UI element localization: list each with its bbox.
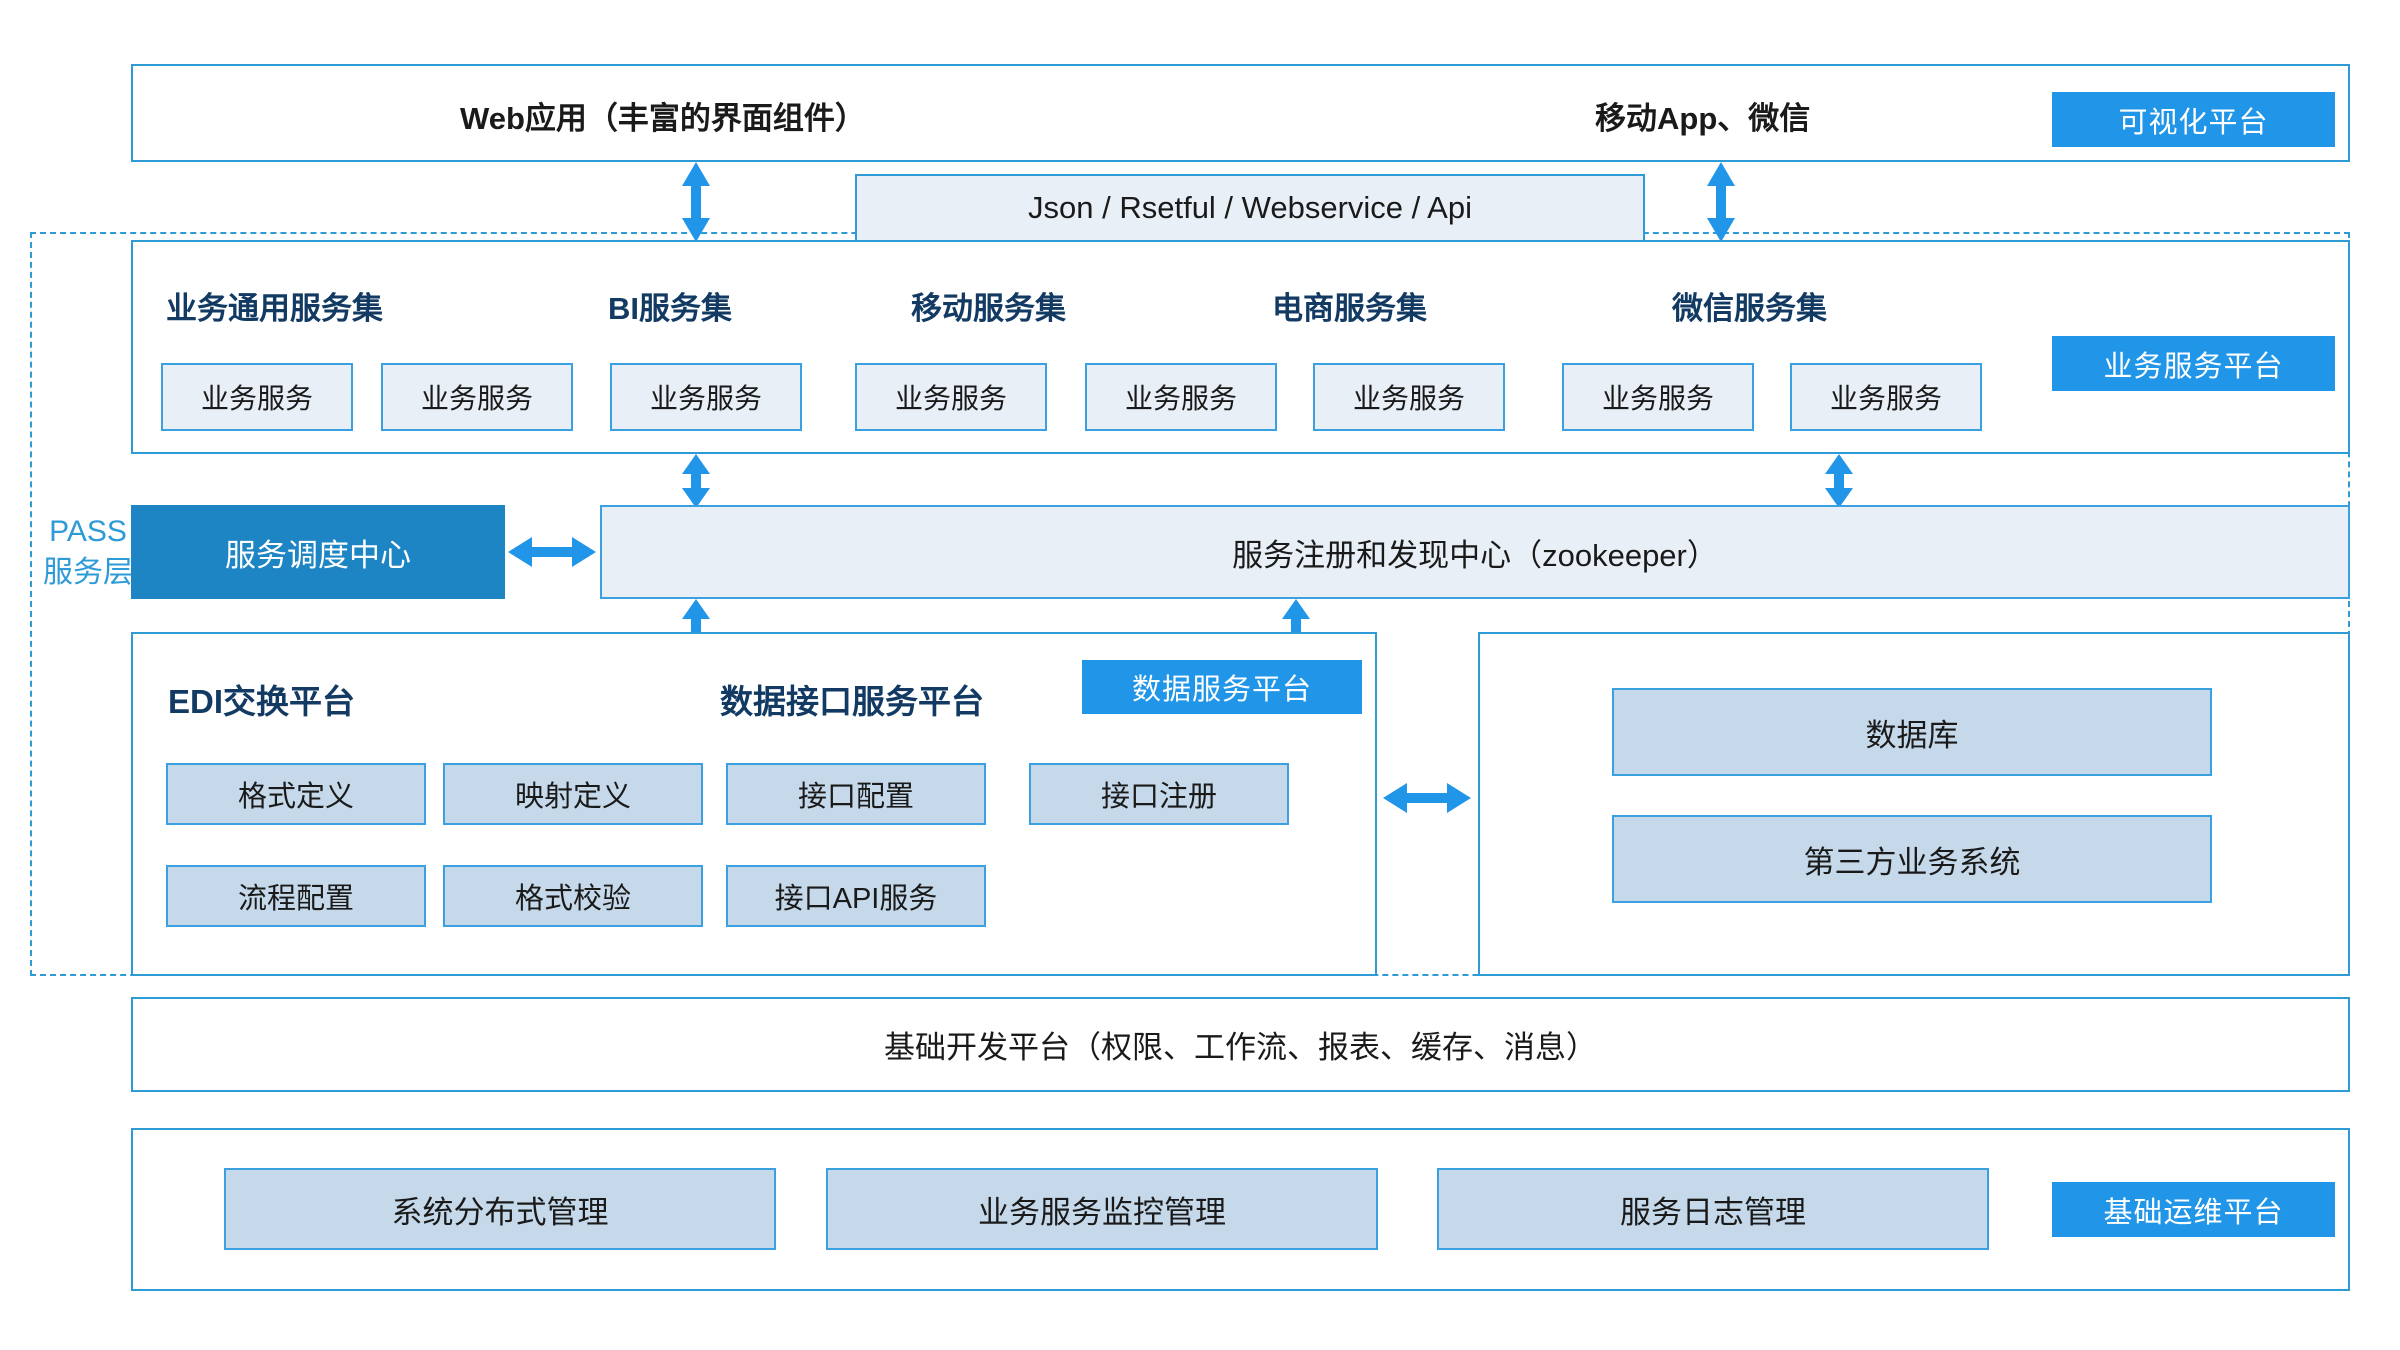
- service-tile-1[interactable]: 业务服务: [381, 363, 573, 431]
- service-tile-0[interactable]: 业务服务: [161, 363, 353, 431]
- arrow-dispatch-to-registry: [508, 531, 596, 573]
- api-tile-interface-api-service[interactable]: 接口API服务: [726, 865, 986, 927]
- edi-platform-title: EDI交换平台: [168, 683, 356, 720]
- api-protocol-bar: Json / Rsetful / Webservice / Api: [855, 174, 1645, 242]
- mobile-app-label: 移动App、微信: [1595, 101, 1811, 136]
- api-tile-interface-config[interactable]: 接口配置: [726, 763, 986, 825]
- arrow-services-to-registry-left: [679, 454, 713, 508]
- service-tile-3[interactable]: 业务服务: [855, 363, 1047, 431]
- ops-tile-distributed-management[interactable]: 系统分布式管理: [224, 1168, 776, 1250]
- group-title-3: 电商服务集: [1272, 291, 1427, 326]
- web-app-label: Web应用（丰富的界面组件）: [460, 101, 866, 136]
- group-title-0: 业务通用服务集: [166, 291, 383, 326]
- edi-tile-mapping-definition[interactable]: 映射定义: [443, 763, 703, 825]
- storage-panel: [1478, 632, 2350, 976]
- arrow-web-to-services: [679, 162, 713, 242]
- storage-tile-third-party-system[interactable]: 第三方业务系统: [1612, 815, 2212, 903]
- base-dev-platform-panel: [131, 997, 2350, 1092]
- presentation-layer-panel: [131, 64, 2350, 162]
- data-interface-platform-title: 数据接口服务平台: [720, 683, 984, 720]
- arrow-mobile-to-services: [1704, 162, 1738, 242]
- ops-platform-badge[interactable]: 基础运维平台: [2052, 1182, 2335, 1237]
- edi-tile-format-definition[interactable]: 格式定义: [166, 763, 426, 825]
- arrow-data-platform-to-storage: [1383, 777, 1471, 819]
- group-title-2: 移动服务集: [911, 291, 1066, 326]
- service-tile-4[interactable]: 业务服务: [1085, 363, 1277, 431]
- service-tile-2[interactable]: 业务服务: [610, 363, 802, 431]
- api-tile-interface-register[interactable]: 接口注册: [1029, 763, 1289, 825]
- storage-tile-database[interactable]: 数据库: [1612, 688, 2212, 776]
- service-registry-center[interactable]: 服务注册和发现中心（zookeeper）: [600, 505, 2350, 599]
- group-title-1: BI服务集: [608, 291, 732, 326]
- service-tile-5[interactable]: 业务服务: [1313, 363, 1505, 431]
- service-tile-7[interactable]: 业务服务: [1790, 363, 1982, 431]
- service-dispatch-center[interactable]: 服务调度中心: [131, 505, 505, 599]
- pass-layer-label-line1: PASS: [49, 515, 127, 548]
- visualization-platform-badge[interactable]: 可视化平台: [2052, 92, 2335, 147]
- ops-tile-service-monitoring[interactable]: 业务服务监控管理: [826, 1168, 1378, 1250]
- service-tile-6[interactable]: 业务服务: [1562, 363, 1754, 431]
- base-dev-platform-label: 基础开发平台（权限、工作流、报表、缓存、消息）: [884, 1030, 1597, 1065]
- data-service-platform-badge[interactable]: 数据服务平台: [1082, 660, 1362, 714]
- group-title-4: 微信服务集: [1672, 291, 1827, 326]
- arrow-services-to-registry-right: [1822, 454, 1856, 508]
- pass-layer-label-line2: 服务层: [43, 555, 133, 589]
- pass-layer-label: PASS 服务层: [28, 512, 148, 593]
- business-service-platform-badge[interactable]: 业务服务平台: [2052, 336, 2335, 391]
- ops-tile-service-log[interactable]: 服务日志管理: [1437, 1168, 1989, 1250]
- edi-tile-format-validation[interactable]: 格式校验: [443, 865, 703, 927]
- edi-tile-process-config[interactable]: 流程配置: [166, 865, 426, 927]
